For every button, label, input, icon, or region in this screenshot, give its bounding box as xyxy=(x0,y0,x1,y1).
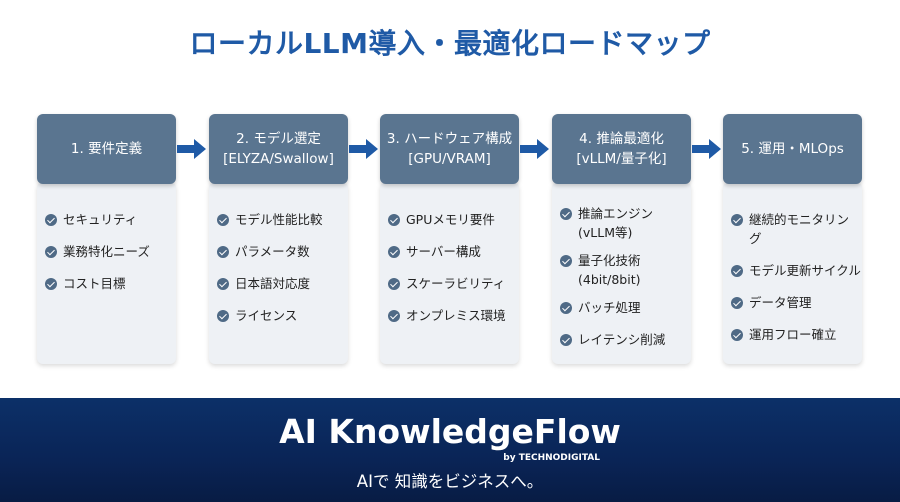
step-subtitle-3: [GPU/VRAM] xyxy=(408,151,491,167)
brand-byline: by TECHNODIGITAL xyxy=(503,453,600,463)
list-item: スケーラビリティ xyxy=(388,274,518,293)
step-subtitle-2: [ELYZA/Swallow] xyxy=(223,151,334,167)
check-icon xyxy=(45,278,57,290)
list-item: 運用フロー確立 xyxy=(731,325,861,344)
check-icon xyxy=(45,214,57,226)
list-item: パラメータ数 xyxy=(217,242,347,261)
list-item: 日本語対応度 xyxy=(217,274,347,293)
step-items-4: 推論エンジン (vLLM等) 量子化技術 (4bit/8bit) バッチ処理 レ… xyxy=(560,204,690,362)
check-icon xyxy=(388,278,400,290)
footer-banner: AI KnowledgeFlow by TECHNODIGITAL AIで 知識… xyxy=(0,398,900,502)
list-item: 推論エンジン (vLLM等) xyxy=(560,204,690,242)
check-icon xyxy=(731,214,743,226)
step-card-3 xyxy=(380,182,519,364)
list-item: 業務特化ニーズ xyxy=(45,242,175,261)
step-items-2: モデル性能比較 パラメータ数 日本語対応度 ライセンス xyxy=(217,210,347,338)
check-icon xyxy=(388,246,400,258)
check-icon xyxy=(560,255,572,267)
step-header-3: 3. ハードウェア構成 [GPU/VRAM] xyxy=(380,114,519,184)
check-icon xyxy=(560,208,572,220)
tagline: AIで 知識をビジネスへ。 xyxy=(356,472,544,491)
step-items-5: 継続的モニタリング モデル更新サイクル データ管理 運用フロー確立 xyxy=(731,210,861,357)
step-title-3: 3. ハードウェア構成 xyxy=(386,131,513,147)
arrow-right-icon xyxy=(520,139,549,159)
step-card-1 xyxy=(37,182,176,364)
step-subtitle-4: [vLLM/量子化] xyxy=(576,151,667,167)
list-item: サーバー構成 xyxy=(388,242,518,261)
step-card-2 xyxy=(209,182,348,364)
check-icon xyxy=(45,246,57,258)
list-item: セキュリティ xyxy=(45,210,175,229)
arrow-right-icon xyxy=(177,139,206,159)
check-icon xyxy=(731,329,743,341)
check-icon xyxy=(388,310,400,322)
roadmap: 1. 要件定義 セキュリティ 業務特化ニーズ コスト目標 2. モデル選定 [E… xyxy=(0,0,900,400)
list-item: モデル性能比較 xyxy=(217,210,347,229)
list-item: 量子化技術 (4bit/8bit) xyxy=(560,251,690,289)
check-icon xyxy=(731,265,743,277)
brand-name: AI KnowledgeFlow xyxy=(279,412,621,451)
list-item: 継続的モニタリング xyxy=(731,210,861,248)
list-item: オンプレミス環境 xyxy=(388,306,518,325)
step-items-3: GPUメモリ要件 サーバー構成 スケーラビリティ オンプレミス環境 xyxy=(388,210,518,338)
list-item: モデル更新サイクル xyxy=(731,261,861,280)
step-items-1: セキュリティ 業務特化ニーズ コスト目標 xyxy=(45,210,175,306)
arrow-right-icon xyxy=(692,139,721,159)
check-icon xyxy=(560,302,572,314)
check-icon xyxy=(217,310,229,322)
check-icon xyxy=(217,214,229,226)
check-icon xyxy=(388,214,400,226)
step-title-2: 2. モデル選定 xyxy=(236,131,321,147)
list-item: データ管理 xyxy=(731,293,861,312)
step-header-1: 1. 要件定義 xyxy=(37,114,176,184)
step-card-5 xyxy=(723,182,862,364)
arrow-right-icon xyxy=(349,139,378,159)
check-icon xyxy=(560,334,572,346)
check-icon xyxy=(731,297,743,309)
list-item: バッチ処理 xyxy=(560,298,690,317)
step-card-4 xyxy=(552,182,691,364)
list-item: レイテンシ削減 xyxy=(560,330,690,349)
step-title-4: 4. 推論最適化 xyxy=(579,131,664,147)
list-item: コスト目標 xyxy=(45,274,175,293)
list-item: ライセンス xyxy=(217,306,347,325)
step-header-2: 2. モデル選定 [ELYZA/Swallow] xyxy=(209,114,348,184)
check-icon xyxy=(217,278,229,290)
list-item: GPUメモリ要件 xyxy=(388,210,518,229)
check-icon xyxy=(217,246,229,258)
page-title: ローカルLLM導入・最適化ロードマップ xyxy=(189,27,711,60)
step-title-5: 5. 運用・MLOps xyxy=(741,141,844,157)
step-header-5: 5. 運用・MLOps xyxy=(723,114,862,184)
step-title-1: 1. 要件定義 xyxy=(70,141,143,157)
step-header-4: 4. 推論最適化 [vLLM/量子化] xyxy=(552,114,691,184)
